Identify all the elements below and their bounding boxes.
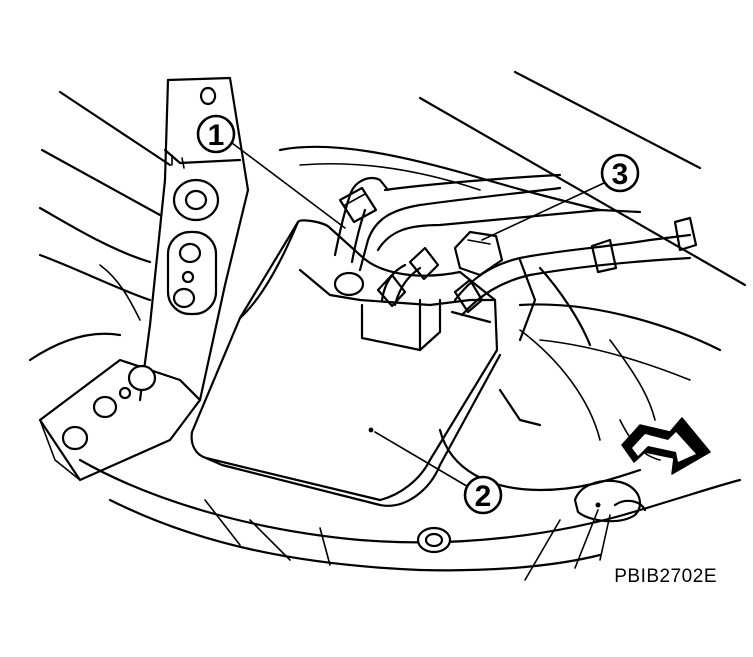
callout-1-number: 1 [208,119,225,152]
evap-canister [190,219,502,507]
canister-hoses [333,173,698,347]
callout-3: 3 [600,153,640,193]
front-direction-arrow-icon [621,417,711,475]
mounting-grommets [416,479,647,581]
body-rail-bracket [38,76,250,482]
figure-code: PBIB2702E [614,566,717,587]
callout-3-number: 3 [612,158,629,191]
callout-leaders [231,142,605,489]
grommet-point [595,502,601,508]
callout-1: 1 [196,114,236,154]
callout-2: 2 [463,475,503,515]
callout-2-number: 2 [475,480,492,513]
canister-label-point [368,427,374,433]
